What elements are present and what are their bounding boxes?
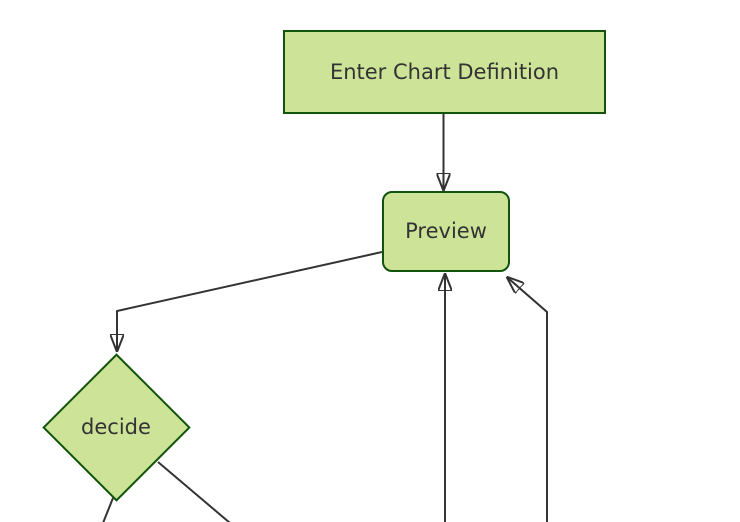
node-enter-chart-definition: Enter Chart Definition	[283, 30, 606, 114]
edge-decide-offscreen-right	[157, 461, 231, 522]
edge-return-to-preview-right	[508, 278, 548, 522]
node-preview: Preview	[382, 191, 510, 272]
node-enter-chart-definition-label: Enter Chart Definition	[329, 59, 560, 84]
edge-decide-offscreen-left	[102, 497, 114, 522]
node-decide-label-text: decide	[81, 414, 151, 439]
node-preview-label: Preview	[405, 219, 487, 243]
node-decide-label: decide	[41, 412, 191, 442]
edge-preview-to-decide	[117, 251, 383, 350]
